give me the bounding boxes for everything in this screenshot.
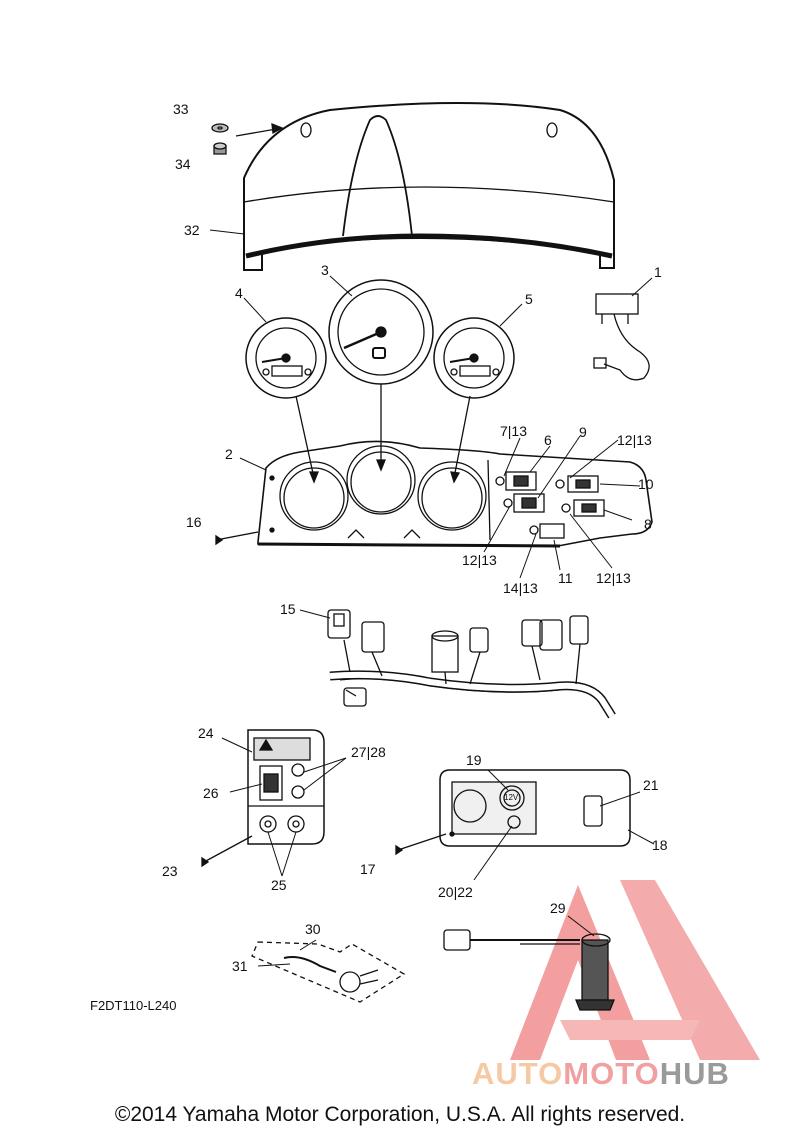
callout-26: 26 — [203, 785, 219, 801]
callout-2: 2 — [225, 446, 233, 462]
watermark-part-2: MOTO — [563, 1056, 660, 1091]
watermark-text: AUTOMOTOHUB — [472, 1056, 730, 1092]
callout-8: 8 — [644, 516, 652, 532]
callout-18: 18 — [652, 837, 668, 853]
screw-23 — [201, 835, 253, 868]
callout-12-13-b: 12|13 — [462, 552, 497, 568]
callout-1: 1 — [654, 264, 662, 280]
copyright-notice: ©2014 Yamaha Motor Corporation, U.S.A. A… — [114, 1103, 686, 1126]
gauge-3 — [328, 279, 434, 385]
callout-29: 29 — [550, 900, 566, 916]
module-1 — [593, 293, 650, 381]
assembly-arrows — [295, 384, 471, 484]
washer-33 — [211, 123, 229, 133]
nut-34 — [213, 142, 227, 155]
callout-6: 6 — [544, 432, 552, 448]
callout-14-13: 14|13 — [503, 580, 538, 596]
gauge-5 — [433, 317, 515, 399]
callout-9: 9 — [579, 424, 587, 440]
figure-code: F2DT110-L240 — [90, 998, 177, 1013]
callout-21: 21 — [643, 777, 659, 793]
screw-17 — [395, 833, 447, 856]
gauge-4 — [245, 317, 327, 399]
callout-33: 33 — [173, 101, 189, 117]
callout-12-13-c: 12|13 — [596, 570, 631, 586]
instrument-panel-2 — [257, 440, 653, 548]
callout-25: 25 — [271, 877, 287, 893]
kit-30 — [251, 941, 406, 1003]
dash-cover-32 — [235, 102, 615, 271]
callout-24: 24 — [198, 725, 214, 741]
callout-10: 10 — [638, 476, 654, 492]
socket-label-12v: 12V — [504, 793, 519, 802]
callout-11: 11 — [558, 570, 573, 586]
sensor-29 — [443, 929, 615, 1011]
callout-15: 15 — [280, 601, 296, 617]
watermark-part-3: HUB — [659, 1056, 730, 1091]
callout-4: 4 — [235, 285, 243, 301]
callout-31: 31 — [232, 958, 248, 974]
accessory-panel-18 — [439, 769, 631, 847]
switch-panel-24 — [247, 729, 325, 845]
callout-34: 34 — [175, 156, 191, 172]
callout-3: 3 — [321, 262, 329, 278]
callout-19: 19 — [466, 752, 482, 768]
callout-12-13-a: 12|13 — [617, 432, 652, 448]
callout-27-28: 27|28 — [351, 744, 386, 760]
leader-lines — [209, 229, 655, 967]
callout-7-13: 7|13 — [500, 423, 527, 439]
callout-20-22: 20|22 — [438, 884, 473, 900]
screw-16 — [215, 531, 259, 546]
callout-23: 23 — [162, 863, 178, 879]
callout-16: 16 — [186, 514, 202, 530]
callout-5: 5 — [525, 291, 533, 307]
wire-harness-15 — [327, 609, 616, 719]
callout-30: 30 — [305, 921, 321, 937]
callout-17: 17 — [360, 861, 376, 877]
callout-32: 32 — [184, 222, 200, 238]
watermark-part-1: AUTO — [472, 1056, 564, 1091]
watermark-logo — [510, 880, 760, 1060]
